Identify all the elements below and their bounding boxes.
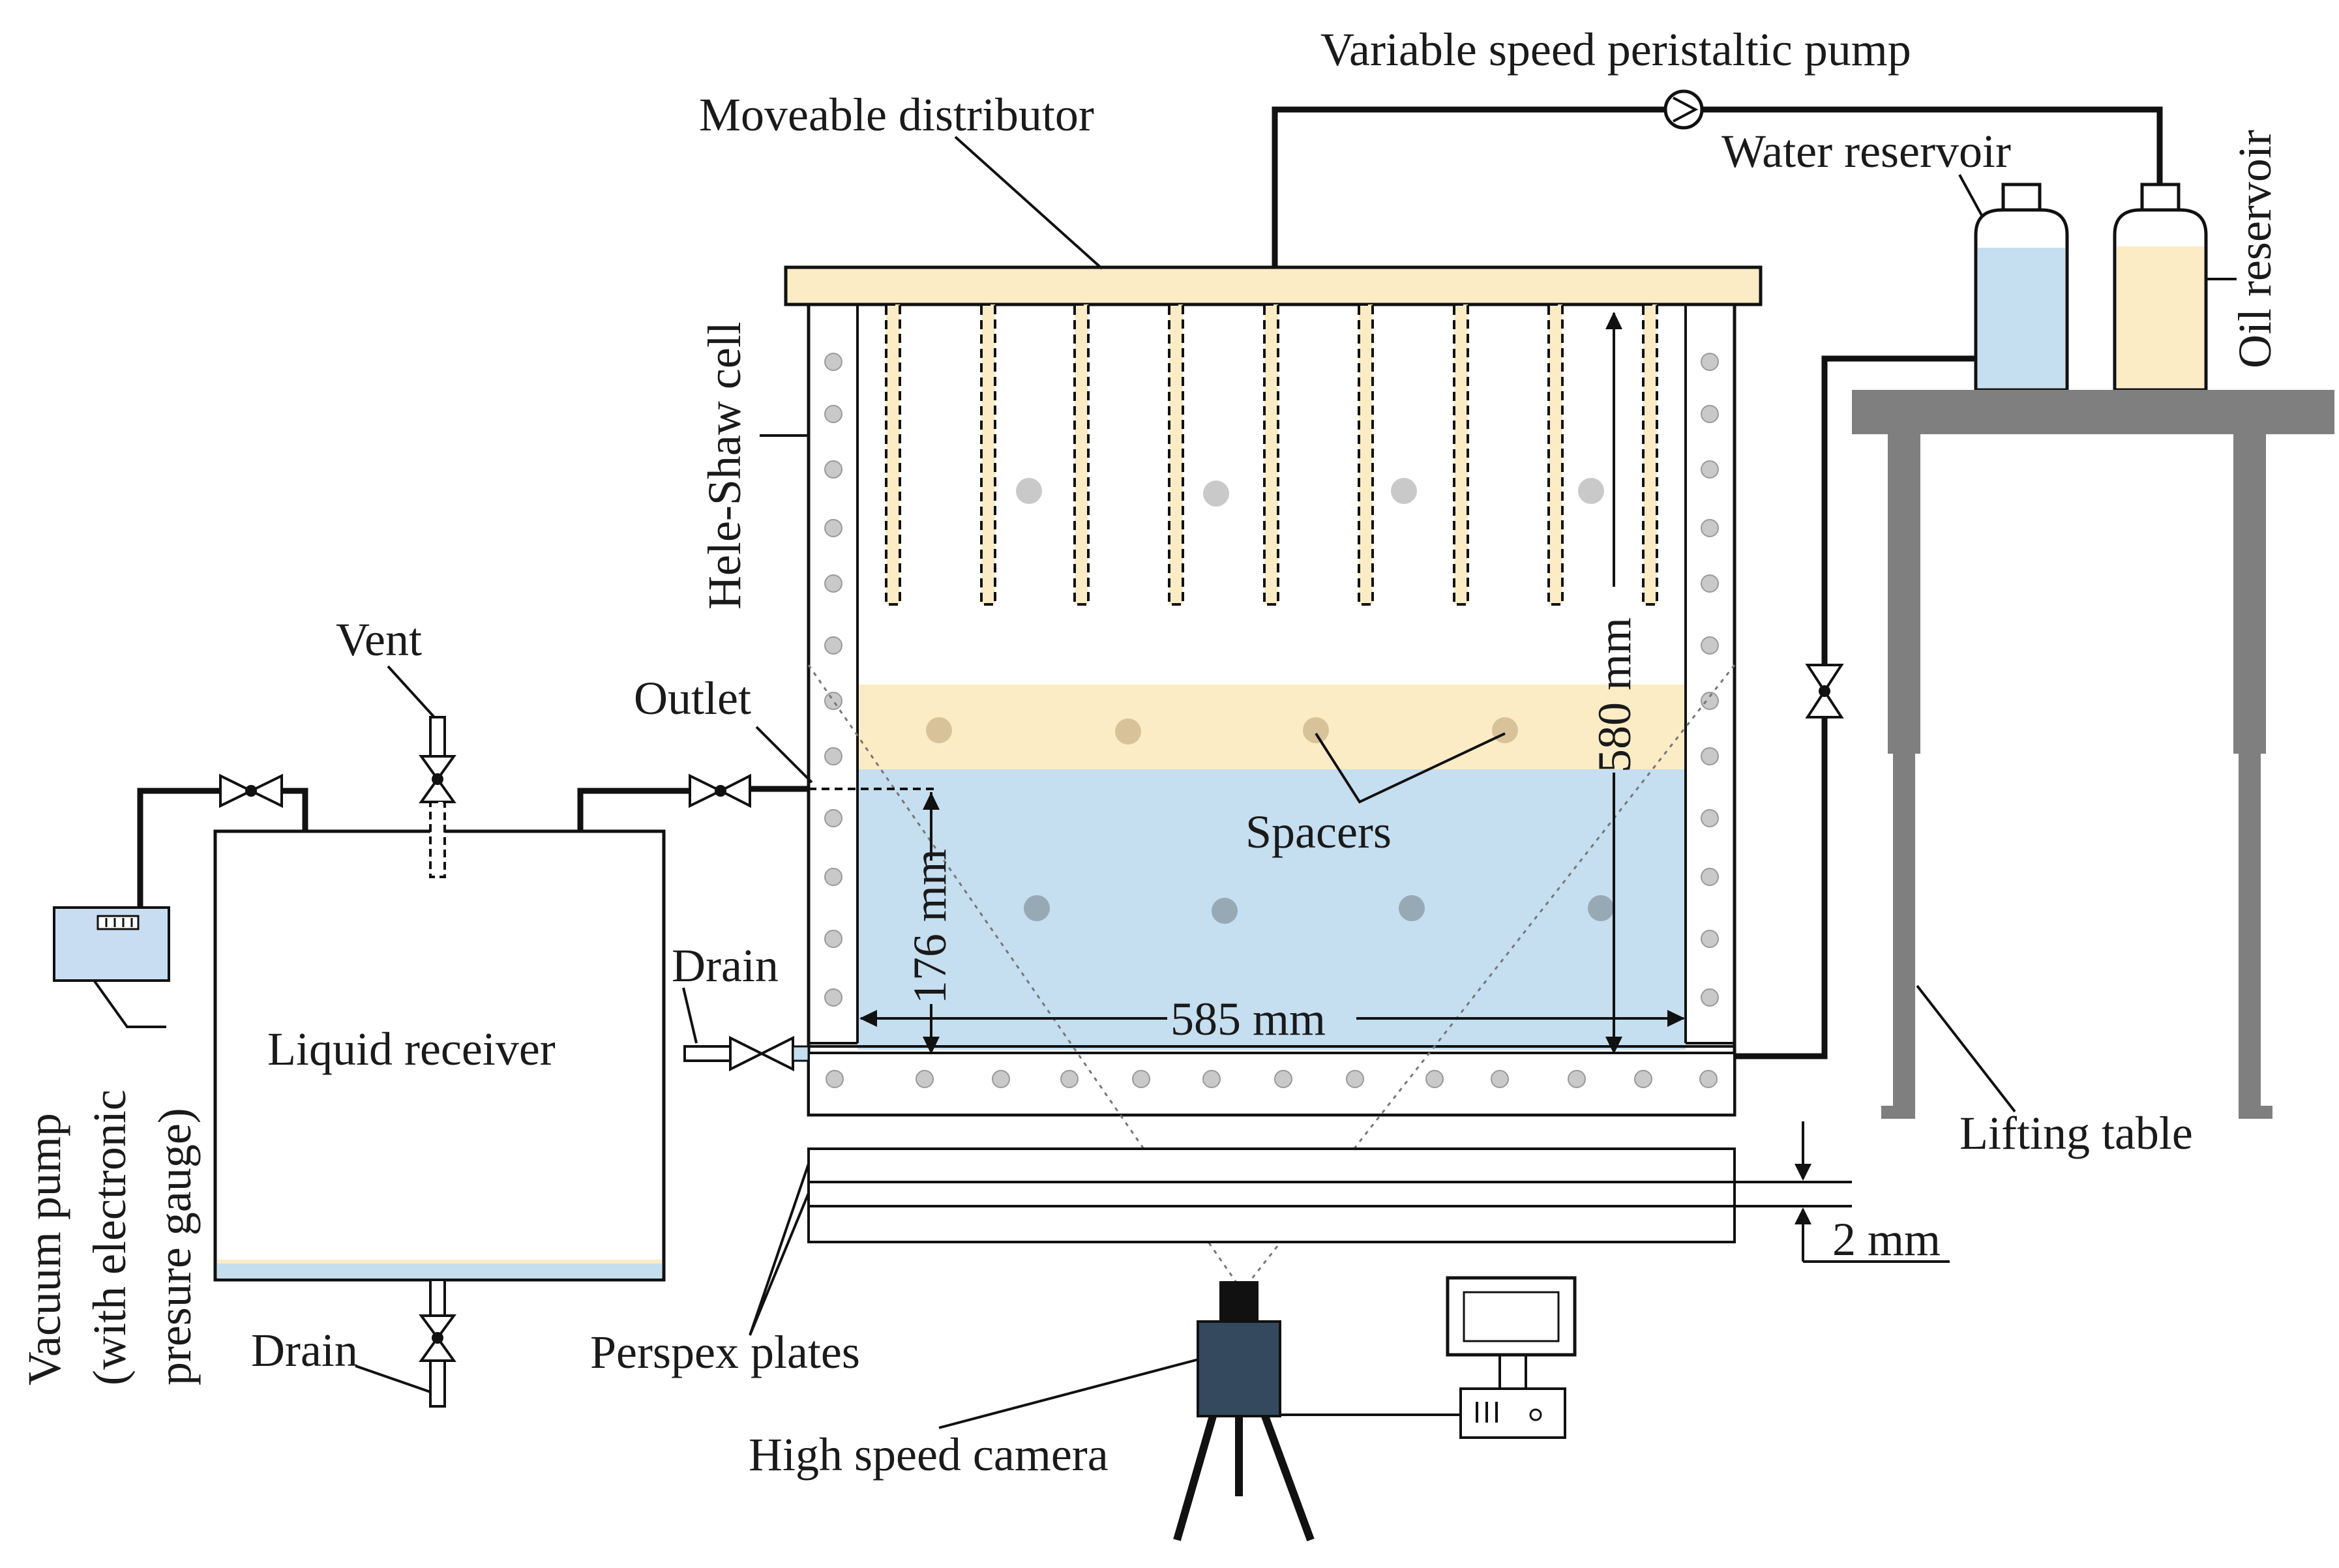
spacer	[1492, 717, 1518, 743]
spacer	[1391, 478, 1417, 504]
spacers-label: Spacers	[1245, 806, 1392, 858]
cell-bolts-left	[824, 353, 842, 1007]
oil-layer	[857, 685, 1686, 769]
outlet-valve-icon	[689, 773, 751, 808]
width-label: 585 mm	[1170, 993, 1326, 1045]
perspex-label: Perspex plates	[590, 1326, 860, 1378]
distributor-bar	[784, 265, 1763, 306]
spacer	[1024, 895, 1050, 921]
water-reservoir-leader	[1958, 174, 1984, 217]
width-dimension	[859, 1010, 1685, 1027]
distributor-label: Moveable distributor	[699, 89, 1094, 141]
cell-drain-label: Drain	[672, 939, 779, 992]
spacer	[1399, 895, 1425, 921]
level-dimension	[923, 792, 940, 1054]
water-supply-pipe	[1735, 355, 1976, 1059]
lifting-table	[1852, 390, 2334, 1119]
spacers-leader	[1315, 732, 1506, 804]
receiver-label: Liquid receiver	[267, 1023, 556, 1075]
vacuum-leader	[93, 980, 166, 1028]
vacuum-pump-icon	[53, 906, 170, 982]
oil-reservoir-label: Oil reservoir	[2229, 130, 2281, 368]
cell-bolts-right	[1701, 353, 1719, 1007]
cell-drain	[683, 1035, 810, 1072]
cell-bolts-bottom	[826, 1070, 1718, 1088]
gap-label: 2 mm	[1832, 1213, 1941, 1265]
spacer	[926, 717, 952, 743]
cell-bottom-strip	[807, 1052, 1736, 1116]
water-reservoir-label: Water reservoir	[1721, 125, 2011, 177]
receiver-inlet-pipe	[577, 788, 736, 831]
cell-drain-leader	[682, 987, 698, 1044]
oil-reservoir	[2113, 183, 2208, 392]
pump-label: Variable speed peristaltic pump	[1320, 23, 1911, 76]
vacuum-label-1: Vacuum pump	[18, 1113, 70, 1385]
camera-label: High speed camera	[749, 1428, 1109, 1481]
vent-icon	[419, 716, 456, 878]
spacer	[1115, 718, 1141, 745]
lifting-leader	[1916, 984, 2016, 1113]
computer-icon	[1446, 1276, 1577, 1439]
lifting-label: Lifting table	[1959, 1107, 2193, 1159]
pump-icon	[1663, 89, 1704, 130]
spacer	[1203, 481, 1229, 507]
gap-dimension	[1735, 1121, 1950, 1263]
water-reservoir	[1974, 183, 2069, 392]
camera-leader	[938, 1358, 1199, 1429]
vacuum-valve-icon	[219, 773, 283, 808]
level-label: 176 mm	[904, 849, 956, 1004]
receiver-drain-icon	[419, 1279, 456, 1408]
moveable-distributor	[784, 265, 1763, 606]
vacuum-label-3: presure gauge)	[149, 1108, 201, 1385]
perspex-leader	[749, 1163, 810, 1336]
height-dimension	[1605, 312, 1622, 1054]
high-speed-camera-icon	[1173, 1281, 1315, 1542]
receiver-drain-leader	[355, 1365, 431, 1393]
spacer	[1016, 478, 1042, 504]
vacuum-label-2: (with electronic	[83, 1089, 136, 1385]
outlet-leader	[755, 726, 813, 784]
spacer	[1212, 898, 1238, 924]
water-layer	[857, 769, 1686, 1050]
supply-valve-icon	[1805, 664, 1844, 718]
vent-leader	[387, 665, 436, 718]
distributor-leader	[954, 136, 1103, 270]
outlet-label: Outlet	[634, 672, 751, 724]
vent-label: Vent	[336, 614, 422, 666]
hele-shaw-label: Hele-Shaw cell	[698, 321, 751, 610]
spacer	[1303, 717, 1329, 743]
spacer	[1588, 895, 1614, 921]
distributor-needles	[885, 303, 1658, 606]
spacer	[1578, 478, 1604, 504]
height-label: 580 mm	[1588, 617, 1641, 773]
perspex-plates	[807, 1147, 1736, 1243]
receiver-drain-label: Drain	[251, 1324, 358, 1376]
pump-pipe	[1272, 106, 2163, 267]
